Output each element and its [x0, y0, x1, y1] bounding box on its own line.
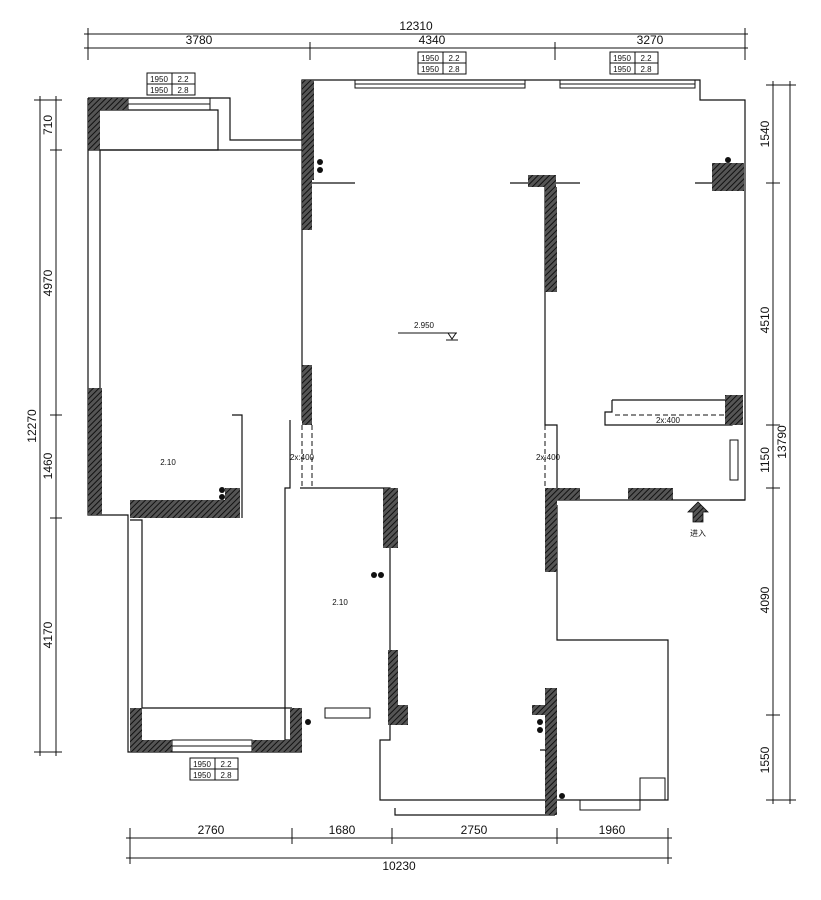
svg-text:2.8: 2.8: [448, 65, 460, 74]
dimension-texts: 12310 3780 4340 3270 2760 1680 2750 1960…: [25, 19, 789, 873]
dim-left-4: 4170: [41, 621, 55, 648]
windows: [127, 79, 696, 811]
dim-left-total: 12270: [25, 409, 39, 443]
dim-right-3: 1150: [758, 447, 772, 473]
dim-right-total: 13790: [775, 425, 789, 459]
dim-bottom-4: 1960: [599, 823, 626, 837]
window-tag: 1950 2.2 1950 2.8: [609, 51, 659, 75]
window-tag: 1950 2.2 1950 2.8: [417, 51, 467, 75]
dim-top-3: 3270: [637, 33, 664, 47]
dim-right-2: 4510: [758, 306, 772, 333]
svg-text:2.8: 2.8: [220, 771, 232, 780]
fixture: [639, 777, 666, 801]
dimension-lines: [34, 28, 796, 864]
beam-label-2: 2x:400: [536, 453, 561, 462]
dim-left-3: 1460: [41, 452, 55, 479]
svg-text:2.8: 2.8: [177, 86, 189, 95]
dim-right-5: 1550: [758, 746, 772, 773]
concrete-columns: [88, 80, 744, 815]
entry-label: 进入: [690, 529, 706, 538]
walls: [87, 79, 746, 816]
svg-text:1950: 1950: [421, 54, 439, 63]
cabinet: [729, 439, 739, 481]
dim-bottom-2: 1680: [329, 823, 356, 837]
svg-text:2.8: 2.8: [640, 65, 652, 74]
svg-text:1950: 1950: [613, 65, 631, 74]
svg-text:2.2: 2.2: [220, 760, 232, 769]
dim-top-1: 3780: [186, 33, 213, 47]
dim-top-total: 12310: [399, 19, 433, 33]
dim-bottom-total: 10230: [382, 859, 416, 873]
dim-bottom-1: 2760: [198, 823, 225, 837]
dim-right-1: 1540: [758, 120, 772, 147]
svg-text:1950: 1950: [193, 771, 211, 780]
dim-bottom-3: 2750: [461, 823, 488, 837]
dim-top-2: 4340: [419, 33, 446, 47]
elevation-label: 2.950: [414, 321, 435, 330]
svg-text:1950: 1950: [421, 65, 439, 74]
svg-text:1950: 1950: [193, 760, 211, 769]
svg-text:1950: 1950: [150, 75, 168, 84]
window-tag: 1950 2.2 1950 2.8: [189, 757, 239, 781]
room-height-1: 2.10: [160, 458, 176, 467]
window-tag: 1950 2.2 1950 2.8: [146, 72, 196, 96]
dim-left-1: 710: [41, 115, 55, 135]
svg-text:2.2: 2.2: [177, 75, 189, 84]
svg-text:2.2: 2.2: [640, 54, 652, 63]
dim-right-4: 4090: [758, 586, 772, 613]
room-height-2: 2.10: [332, 598, 348, 607]
beams: [301, 414, 732, 489]
svg-text:2.2: 2.2: [448, 54, 460, 63]
svg-text:1950: 1950: [150, 86, 168, 95]
beam-label-1: 2x:400: [290, 453, 315, 462]
dim-left-2: 4970: [41, 269, 55, 296]
pipe-icons: [219, 157, 731, 799]
svg-text:1950: 1950: [613, 54, 631, 63]
elevation-marker: [398, 332, 458, 341]
beam-label-3: 2x:400: [656, 416, 681, 425]
entry-arrow-icon: [687, 501, 709, 523]
